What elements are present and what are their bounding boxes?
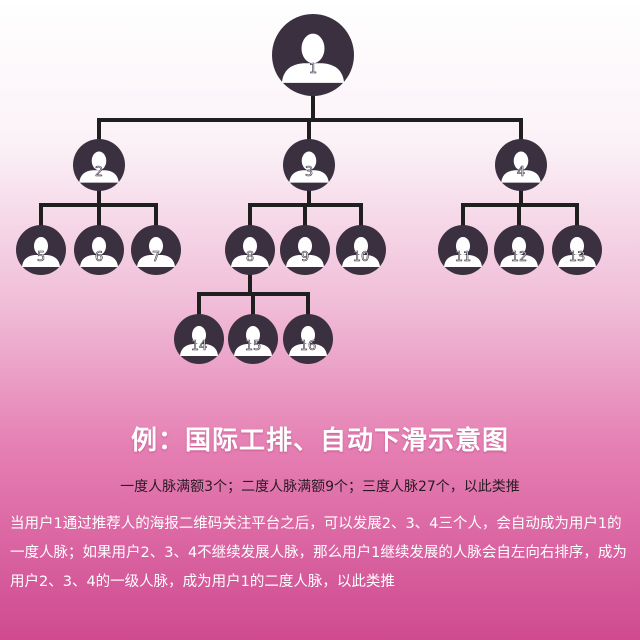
person-node: 12 [494,225,544,275]
person-node: 13 [552,225,602,275]
person-icon [137,255,175,267]
person-icon [34,237,48,255]
person-icon [301,326,315,344]
person-icon [180,344,218,356]
person-node: 9 [280,225,330,275]
person-icon [79,170,119,183]
node-label: 4 [517,165,525,180]
person-icon [192,326,206,344]
connector-lines [39,94,579,316]
node-label: 5 [37,250,45,265]
person-icon [501,170,541,183]
explanation-paragraph: 当用户1通过推荐人的海报二维码关注平台之后，可以发展2、3、4三个人，会自动成为… [10,516,627,590]
node-label: 9 [301,250,309,265]
node-label: 6 [95,250,103,265]
person-node: 15 [228,314,278,364]
person-icon [243,237,257,255]
person-node: 16 [283,314,333,364]
node-label: 10 [353,250,370,265]
person-icon [80,255,118,267]
person-node: 6 [74,225,124,275]
person-icon [22,255,60,267]
node-label: 16 [300,339,317,354]
person-icon [301,151,317,171]
node-label: 14 [191,339,208,354]
person-icon [91,151,107,171]
person-icon [231,255,269,267]
node-label: 15 [245,339,262,354]
node-label: 8 [246,250,254,265]
person-icon [289,170,329,183]
node-label: 12 [511,250,528,265]
node-label: 1 [309,62,317,77]
person-icon [289,344,327,356]
person-icon [558,255,596,267]
person-icon [246,326,260,344]
person-icon [513,151,529,171]
node-label: 13 [569,250,586,265]
person-icon [354,237,368,255]
person-node: 2 [73,139,125,191]
node-label: 11 [455,250,472,265]
person-icon [512,237,526,255]
diagram-subtitle: 一度人脉满额3个；二度人脉满额9个；三度人脉27个，以此类推 [120,479,520,495]
person-node: 14 [174,314,224,364]
person-icon [500,255,538,267]
person-icon [92,237,106,255]
node-label: 7 [152,250,160,265]
person-node: 11 [438,225,488,275]
person-node: 3 [283,139,335,191]
person-node: 8 [225,225,275,275]
person-node: 10 [336,225,386,275]
person-icon [234,344,272,356]
node-label: 3 [305,165,313,180]
diagram-title: 例：国际工排、自动下滑示意图 [130,426,509,456]
person-icon [149,237,163,255]
person-icon [444,255,482,267]
person-icon [281,63,345,83]
person-node: 5 [16,225,66,275]
person-icon [570,237,584,255]
person-icon [286,255,324,267]
person-node: 1 [272,14,354,96]
person-node: 4 [495,139,547,191]
person-icon [456,237,470,255]
person-icon [342,255,380,267]
person-node: 7 [131,225,181,275]
person-icon [301,33,325,64]
person-icon [298,237,312,255]
node-label: 2 [95,165,103,180]
